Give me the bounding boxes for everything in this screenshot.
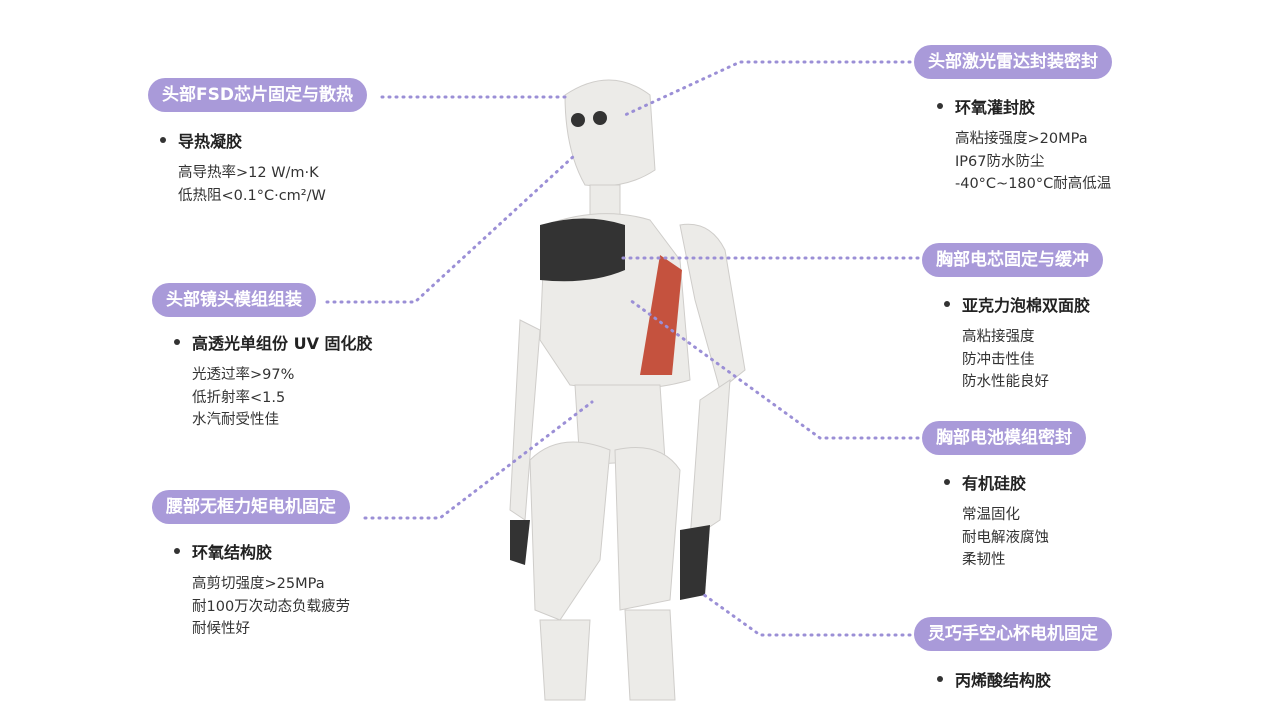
property: 耐100万次动态负载疲劳: [192, 598, 351, 615]
callout-title: 胸部电池模组密封: [922, 421, 1086, 455]
callout-title: 胸部电芯固定与缓冲: [922, 243, 1103, 277]
bullet-icon: [944, 479, 950, 485]
bullet-icon: [174, 339, 180, 345]
callout-details: 有机硅胶 常温固化 耐电解液腐蚀 柔韧性: [944, 470, 1049, 572]
material-name: 高透光单组份 UV 固化胶: [192, 334, 373, 353]
callout-details: 环氧结构胶 高剪切强度>25MPa 耐100万次动态负载疲劳 耐候性好: [174, 539, 350, 641]
callout-title: 头部镜头模组组装: [152, 283, 316, 317]
material-name: 导热凝胶: [178, 132, 243, 151]
property: 防水性能良好: [962, 374, 1049, 390]
property: IP67防水防尘: [955, 153, 1045, 170]
property: 耐候性好: [192, 621, 250, 637]
material-name: 环氧灌封胶: [955, 98, 1036, 117]
property: 柔韧性: [962, 552, 1006, 568]
property: 低热阻<0.1°C·cm²/W: [178, 187, 326, 204]
material-name: 丙烯酸结构胶: [955, 671, 1052, 690]
property: 高导热率>12 W/m·K: [178, 165, 319, 181]
property: 高粘接强度: [962, 329, 1035, 345]
property: 防冲击性佳: [962, 351, 1035, 368]
bullet-icon: [937, 676, 943, 682]
callout-details: 亚克力泡棉双面胶 高粘接强度 防冲击性佳 防水性能良好: [944, 292, 1090, 394]
property: 耐电解液腐蚀: [962, 529, 1049, 546]
bullet-icon: [944, 301, 950, 307]
property: 高粘接强度>20MPa: [955, 131, 1088, 147]
callout-details: 导热凝胶 高导热率>12 W/m·K 低热阻<0.1°C·cm²/W: [160, 128, 326, 207]
property: 低折射率<1.5: [192, 389, 286, 406]
callout-title: 头部激光雷达封装密封: [914, 45, 1112, 79]
property: 水汽耐受性佳: [192, 412, 279, 428]
property: 常温固化: [962, 507, 1020, 523]
callout-details: 丙烯酸结构胶: [937, 667, 1051, 701]
material-name: 亚克力泡棉双面胶: [962, 296, 1091, 315]
property: -40°C~180°C耐高低温: [955, 176, 1112, 192]
bullet-icon: [937, 103, 943, 109]
callout-title: 腰部无框力矩电机固定: [152, 490, 350, 524]
property: 光透过率>97%: [192, 367, 295, 383]
bullet-icon: [160, 137, 166, 143]
callout-title: 头部FSD芯片固定与散热: [148, 78, 367, 112]
material-name: 有机硅胶: [962, 474, 1027, 493]
bullet-icon: [174, 548, 180, 554]
callout-details: 环氧灌封胶 高粘接强度>20MPa IP67防水防尘 -40°C~180°C耐高…: [937, 94, 1111, 196]
callout-title: 灵巧手空心杯电机固定: [914, 617, 1112, 651]
callout-details: 高透光单组份 UV 固化胶 光透过率>97% 低折射率<1.5 水汽耐受性佳: [174, 330, 373, 432]
material-name: 环氧结构胶: [192, 543, 273, 562]
property: 高剪切强度>25MPa: [192, 576, 325, 592]
